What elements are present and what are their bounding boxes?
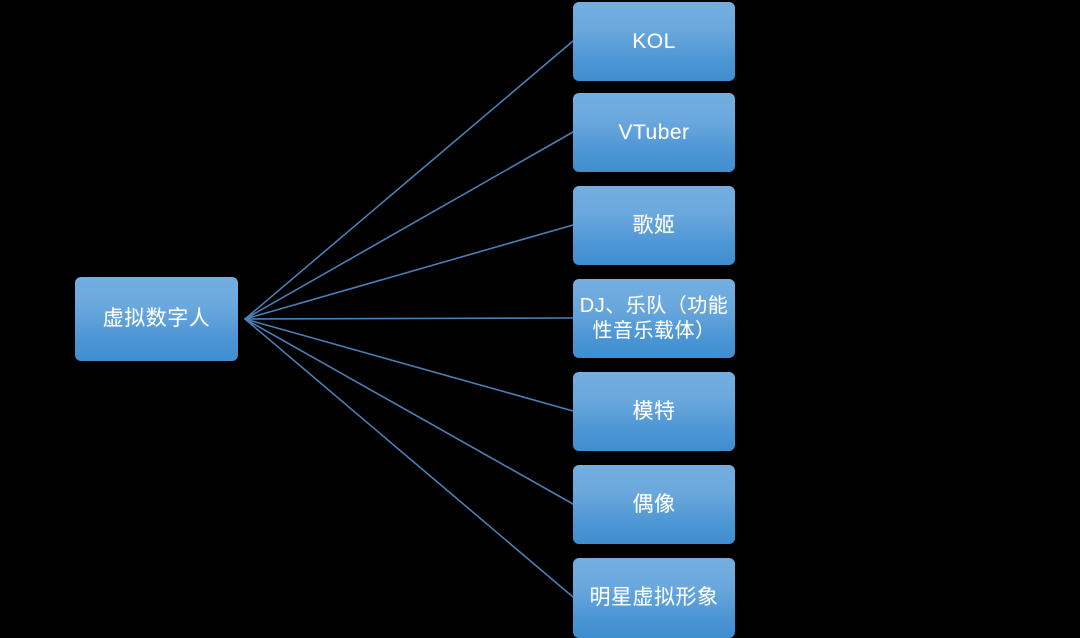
connector-edge [244,224,574,320]
node-leaf-geji-label: 歌姬 [632,213,676,237]
connector-edge [244,131,574,320]
node-leaf-kol-label: KOL [632,29,676,53]
node-leaf-model-label: 模特 [632,399,676,423]
node-leaf-vtuber[interactable]: VTuber [573,93,735,172]
node-leaf-idol[interactable]: 偶像 [573,465,735,544]
node-leaf-dj-band-label: DJ、乐队（功能 性音乐载体） [579,295,729,342]
node-leaf-geji[interactable]: 歌姬 [573,186,735,265]
node-leaf-model[interactable]: 模特 [573,372,735,451]
node-leaf-kol[interactable]: KOL [573,2,735,81]
node-leaf-dj-band[interactable]: DJ、乐队（功能 性音乐载体） [573,279,735,358]
node-root-label: 虚拟数字人 [102,307,211,331]
node-leaf-idol-label: 偶像 [632,492,676,516]
connector-edge [244,317,574,320]
connector-edge [244,318,574,598]
node-leaf-celebrity-avatar-label: 明星虚拟形象 [589,586,719,610]
connector-edge [244,318,574,412]
connector-edge [244,318,574,505]
node-root-virtual-digital-human[interactable]: 虚拟数字人 [75,277,238,361]
connector-edge [244,40,574,320]
node-leaf-celebrity-avatar[interactable]: 明星虚拟形象 [573,558,735,638]
node-leaf-vtuber-label: VTuber [618,120,690,144]
